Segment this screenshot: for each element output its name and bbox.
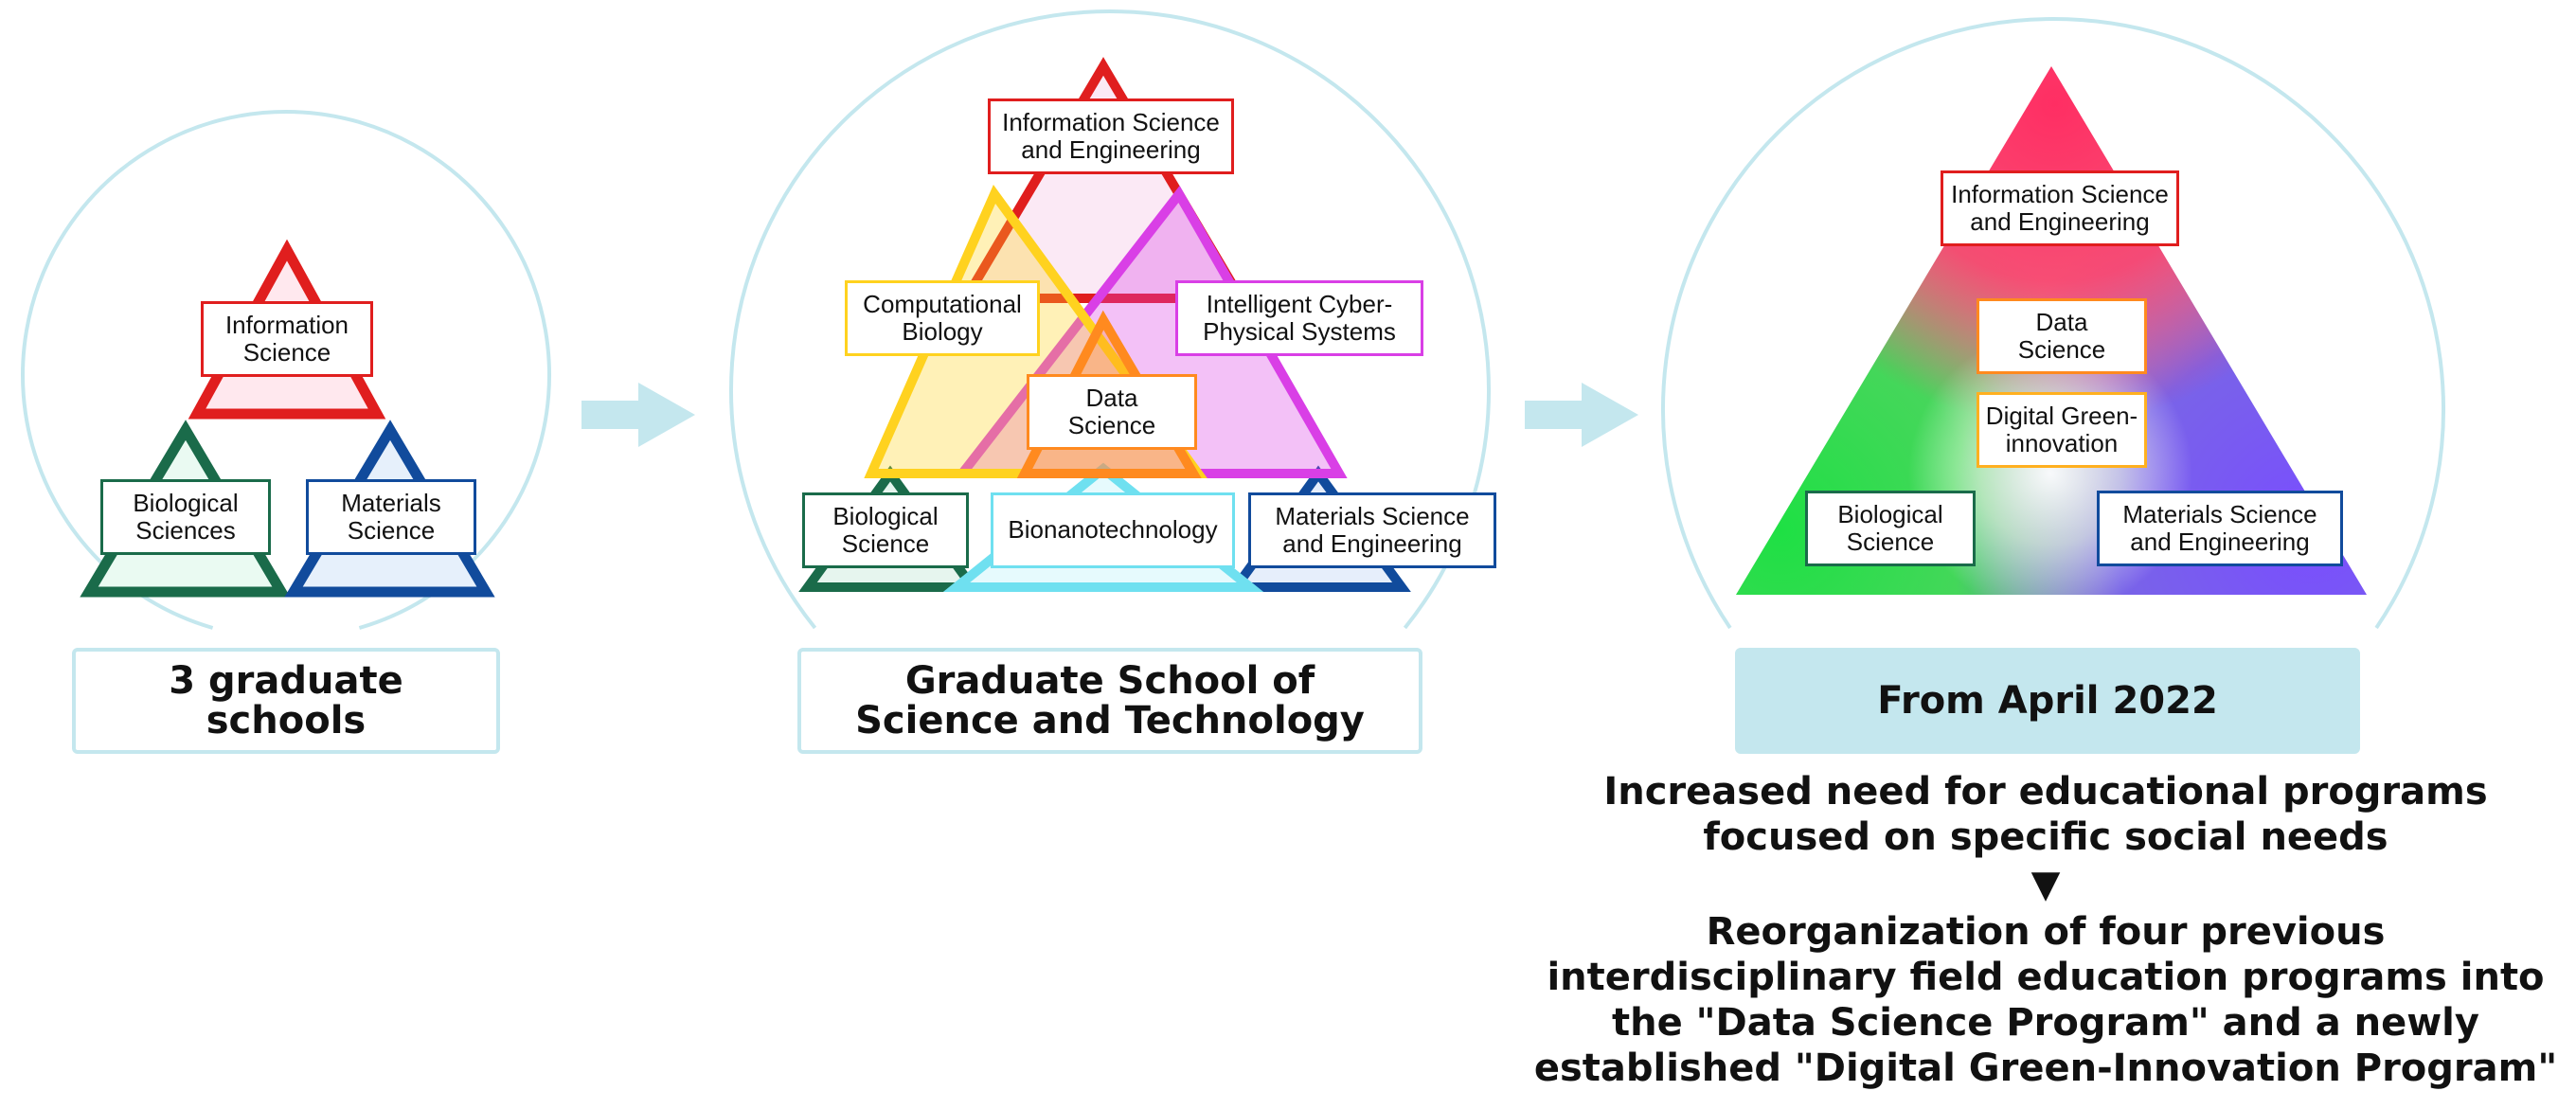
arrow-right-icon-1 — [581, 383, 695, 447]
need-note: Increased need for educational programs … — [1603, 770, 2488, 859]
left-caption: 3 graduate schools — [72, 648, 500, 754]
right-biological-science-label: Biological Science — [1805, 491, 1976, 566]
middle-caption: Graduate School of Science and Technolog… — [797, 648, 1422, 754]
right-bubble — [1661, 17, 2445, 630]
middle-computational-biology-label: Computational Biology — [845, 280, 1040, 356]
down-arrow-icon: ▼ — [2030, 863, 2061, 906]
right-information-science-label: Information Science and Engineering — [1941, 170, 2179, 246]
left-biological-sciences-label: Biological Sciences — [100, 479, 271, 555]
middle-bionanotechnology-label: Bionanotechnology — [991, 492, 1235, 568]
right-data-science-label: Data Science — [1977, 298, 2147, 374]
middle-biological-science-label: Biological Science — [802, 492, 969, 568]
middle-data-science-label: Data Science — [1027, 374, 1197, 450]
right-digital-green-label: Digital Green- innovation — [1977, 392, 2147, 468]
left-bubble — [21, 110, 551, 630]
left-information-science-label: Information Science — [201, 301, 373, 377]
middle-bubble — [729, 9, 1491, 630]
middle-cyber-physical-systems-label: Intelligent Cyber- Physical Systems — [1175, 280, 1423, 356]
middle-information-science-label: Information Science and Engineering — [988, 98, 1234, 174]
right-materials-science-label: Materials Science and Engineering — [2097, 491, 2343, 566]
left-materials-science-label: Materials Science — [306, 479, 476, 555]
arrow-right-icon-2 — [1525, 383, 1638, 447]
middle-materials-science-label: Materials Science and Engineering — [1248, 492, 1496, 568]
reorganization-note: Reorganization of four previous interdis… — [1533, 910, 2558, 1090]
right-caption: From April 2022 — [1735, 648, 2360, 754]
